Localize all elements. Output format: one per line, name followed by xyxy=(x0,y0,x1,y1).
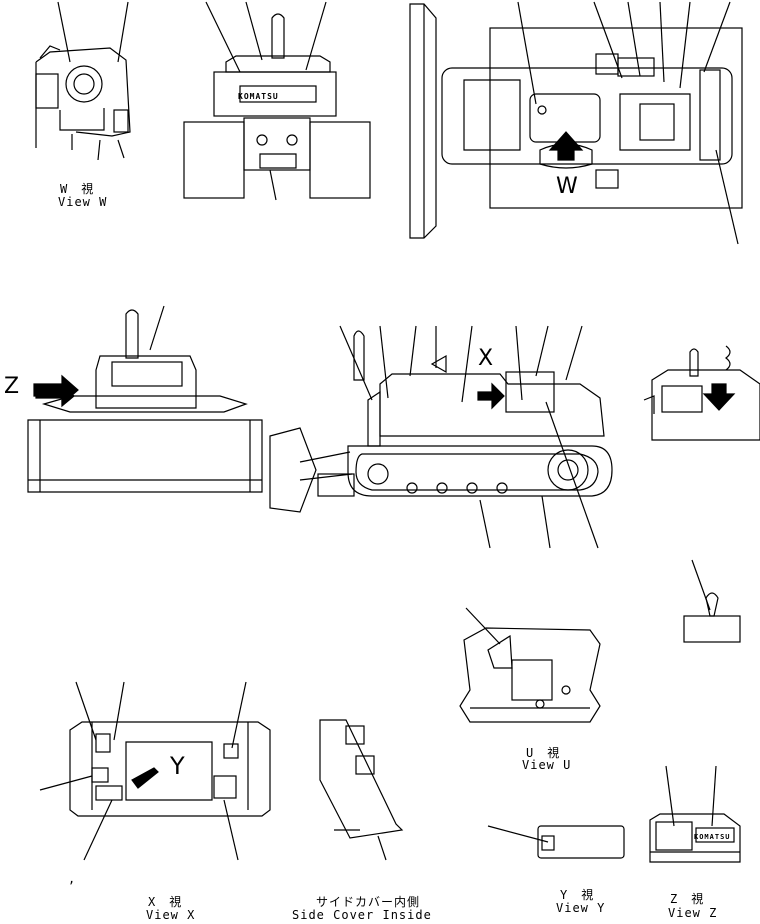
view-u-label-en: View U xyxy=(522,758,572,772)
rear-view-drawing xyxy=(183,1,371,201)
view-y-label-jp: Y 視 xyxy=(560,888,595,902)
marker-x: X xyxy=(478,346,494,371)
view-y-drawing xyxy=(487,825,625,859)
side-view-drawing xyxy=(269,325,613,549)
top-view-drawing xyxy=(409,1,743,245)
small-mark: , xyxy=(68,872,77,886)
marker-w: W xyxy=(556,174,578,199)
view-z-label-jp: Z 視 xyxy=(670,892,705,906)
view-w-drawing xyxy=(35,1,131,161)
view-x-label-jp: X 視 xyxy=(148,895,183,909)
marker-y: Y xyxy=(170,752,185,780)
view-z-drawing xyxy=(649,765,741,863)
side-cover-drawing xyxy=(319,719,404,861)
marker-z: Z xyxy=(4,374,20,399)
view-x-drawing xyxy=(39,681,271,861)
rear-brand-text: KOMATSU xyxy=(238,92,279,101)
view-x-label-en: View X xyxy=(146,908,196,922)
side-cover-label-en: Side Cover Inside xyxy=(292,908,432,922)
side-cover-label-jp: サイドカバー内側 xyxy=(316,895,421,909)
view-u-drawing xyxy=(459,607,601,723)
cab-brand-text: KOMATSU xyxy=(694,833,731,841)
view-w-label-jp: W 視 xyxy=(60,182,95,196)
view-w-label-en: View W xyxy=(58,195,108,209)
right-detail-drawing xyxy=(643,345,760,441)
view-u-label-jp: U 視 xyxy=(526,746,561,760)
front-view-drawing xyxy=(27,305,263,493)
sign-plate-drawing xyxy=(683,559,741,643)
view-y-label-en: View Y xyxy=(556,901,606,915)
view-z-label-en: View Z xyxy=(668,906,718,920)
